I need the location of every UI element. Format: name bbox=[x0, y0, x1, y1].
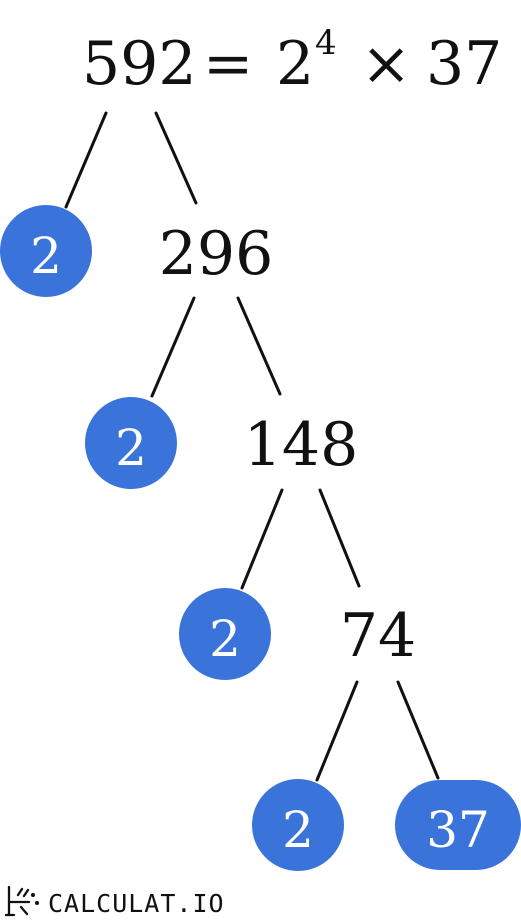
prime-node-5: 37 bbox=[395, 780, 521, 870]
header-remaining-factor: 37 bbox=[426, 29, 502, 99]
edge-296-to-148 bbox=[236, 296, 282, 396]
prime-node-4: 2 bbox=[252, 779, 344, 871]
prime-node-4-label: 2 bbox=[282, 801, 314, 859]
prime-node-2-label: 2 bbox=[115, 419, 147, 477]
prime-node-5-pill bbox=[395, 780, 521, 870]
brand-logo-icon bbox=[4, 885, 39, 917]
header-number: 592 bbox=[82, 29, 197, 99]
prime-node-2: 2 bbox=[85, 397, 177, 489]
header-exponent: 4 bbox=[315, 23, 337, 63]
composite-node-74: 74 bbox=[340, 601, 416, 671]
header-base: 2 bbox=[276, 29, 314, 99]
prime-node-4-circle bbox=[252, 779, 344, 871]
edge-296-to-2 bbox=[150, 296, 196, 398]
prime-node-3: 2 bbox=[179, 588, 271, 680]
composite-node-296: 296 bbox=[159, 219, 274, 289]
prime-node-1: 2 bbox=[0, 205, 92, 297]
header-times: × bbox=[361, 29, 411, 99]
prime-node-3-circle bbox=[179, 588, 271, 680]
prime-node-2-circle bbox=[85, 397, 177, 489]
edge-592-to-2 bbox=[64, 111, 108, 209]
edge-148-to-74 bbox=[318, 488, 361, 588]
composite-node-148: 148 bbox=[244, 410, 359, 480]
edge-74-to-37 bbox=[396, 680, 440, 780]
brand-name: CALCULAT.IO bbox=[48, 889, 225, 918]
edge-592-to-296 bbox=[154, 111, 198, 205]
prime-node-5-label: 37 bbox=[426, 801, 490, 859]
edge-74-to-2 bbox=[315, 680, 359, 782]
prime-node-1-circle bbox=[0, 205, 92, 297]
edge-148-to-2 bbox=[240, 488, 284, 590]
header-equals: = bbox=[203, 29, 253, 99]
prime-node-3-label: 2 bbox=[209, 610, 241, 668]
prime-node-1-label: 2 bbox=[30, 227, 62, 285]
